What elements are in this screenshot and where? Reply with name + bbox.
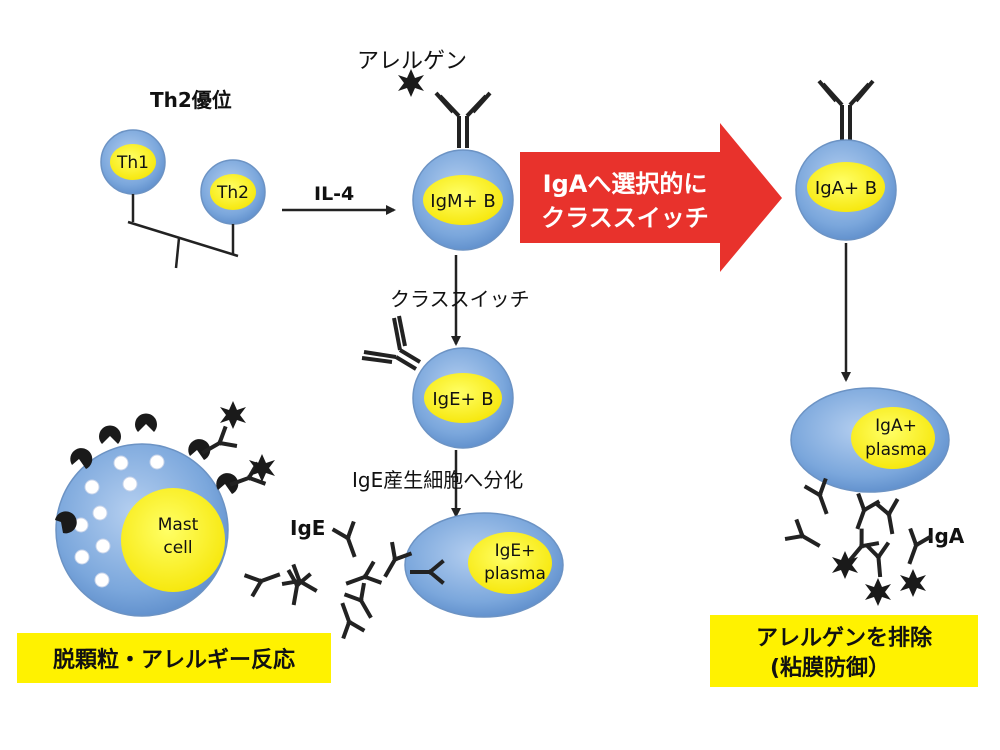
fc-receptors: [55, 413, 239, 534]
big-arrow-line2: クラススイッチ: [541, 204, 709, 232]
th1-label: Th1: [116, 153, 149, 173]
allergen-elimination-line1: アレルゲンを排除: [756, 625, 933, 651]
big-arrow-line1: IgAへ選択的に: [543, 170, 708, 198]
balance-lines: [127, 194, 239, 269]
degranulation-text: 脱顆粒・アレルギー反応: [53, 647, 295, 673]
allergen-star-iga-2: [865, 578, 891, 606]
ige-differentiation-label: IgE産生細胞へ分化: [352, 468, 523, 492]
iga-label: IgA: [927, 524, 965, 548]
ige-b-cell: IgE+ B: [412, 347, 514, 449]
ige-plasma-label-2: plasma: [484, 564, 546, 584]
mast-cell: Mast cell: [55, 443, 229, 617]
ige-plasma-cell: IgE+ plasma: [404, 512, 564, 618]
igm-surface-antibody: [434, 91, 492, 148]
mast-granules: [73, 454, 165, 588]
th2-cell: Th2: [200, 159, 266, 225]
mast-label-1: Mast: [158, 515, 199, 535]
ige-plasma-label-1: IgE+: [495, 541, 536, 561]
il4-label: IL-4: [314, 183, 354, 205]
allergen-elimination-line2: (粘膜防御）: [770, 655, 890, 681]
igm-b-label: IgM+ B: [430, 191, 495, 212]
ige-label: IgE: [290, 516, 325, 540]
th2-label: Th2: [216, 183, 249, 203]
iga-b-cell: IgA+ B: [795, 139, 897, 241]
th2-dominant-title: Th2優位: [150, 88, 232, 112]
ige-b-label: IgE+ B: [432, 389, 493, 410]
allergen-elimination-box: アレルゲンを排除 (粘膜防御）: [710, 615, 978, 687]
igm-b-cell: IgM+ B: [412, 149, 514, 251]
iga-plasma-cell: IgA+ plasma: [790, 387, 950, 493]
degranulation-box: 脱顆粒・アレルギー反応: [17, 633, 331, 683]
iga-surface-antibody: [817, 79, 875, 140]
iga-b-label: IgA+ B: [815, 178, 877, 199]
th1-cell: Th1: [100, 129, 166, 195]
allergen-star-iga-3: [900, 569, 926, 597]
allergen-label: アレルゲン: [357, 49, 467, 74]
class-switch-label: クラススイッチ: [390, 287, 530, 311]
mast-label-2: cell: [163, 538, 192, 558]
iga-plasma-label-1: IgA+: [875, 416, 917, 436]
free-iga-antibodies: [785, 478, 932, 578]
iga-plasma-label-2: plasma: [865, 440, 927, 460]
ige-surface-antibody: [361, 315, 422, 371]
selective-class-switch-arrow: IgAへ選択的に クラススイッチ: [520, 123, 782, 272]
allergen-star-mast-1: [220, 401, 246, 429]
